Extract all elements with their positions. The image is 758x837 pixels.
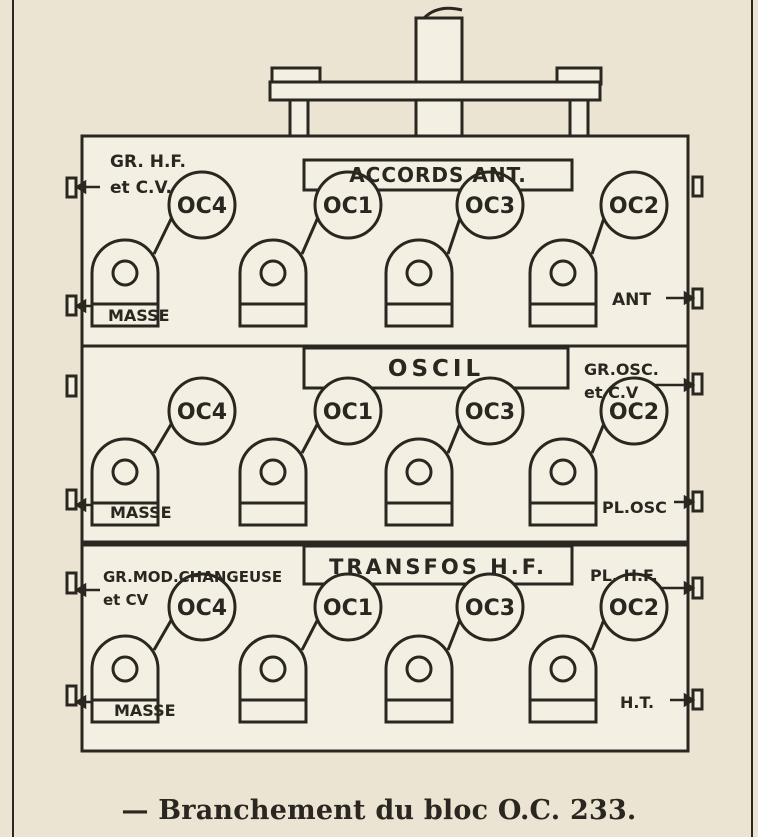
coil-label: OC3 xyxy=(465,194,515,219)
coil-core xyxy=(111,259,139,287)
coil-core xyxy=(405,458,433,486)
coil-label-circle xyxy=(167,572,237,642)
coil-label-circle xyxy=(167,376,237,446)
terminal xyxy=(65,176,78,199)
masse-label: MASSE xyxy=(110,503,172,522)
coil-label: OC2 xyxy=(609,194,659,219)
terminal xyxy=(65,294,78,317)
section-title: ACCORDS ANT. xyxy=(349,163,527,187)
coil-core xyxy=(259,458,287,486)
coil-lead xyxy=(446,420,463,454)
arrow-left-icon xyxy=(74,694,87,710)
side-label: GR. H.F. xyxy=(110,152,186,172)
side-label: GR.MOD.CHANGEUSE xyxy=(103,568,282,586)
coil-label-circle xyxy=(455,170,525,240)
coil-core xyxy=(111,655,139,683)
coil-label: OC4 xyxy=(177,596,227,621)
coil-core xyxy=(549,458,577,486)
arrow-left-icon xyxy=(74,582,87,598)
side-label: ANT xyxy=(612,290,651,310)
terminal xyxy=(65,488,78,511)
terminal xyxy=(691,372,704,396)
coil-label: OC4 xyxy=(177,194,227,219)
terminals xyxy=(65,175,704,711)
coil-label-circle xyxy=(455,376,525,446)
bracket-bar xyxy=(268,80,602,102)
coil-label-circle xyxy=(599,572,669,642)
section-title: OSCIL xyxy=(388,356,484,382)
coil-lead xyxy=(446,616,463,651)
coil-label-circle xyxy=(313,376,383,446)
coil-label: OC1 xyxy=(323,194,373,219)
coil-label-circle xyxy=(599,376,669,446)
coil-label: OC1 xyxy=(323,400,373,425)
side-label: PL.OSC xyxy=(602,498,667,517)
bracket-leg-left xyxy=(288,98,310,138)
coil-lead xyxy=(152,214,175,255)
arrow-right-icon xyxy=(683,580,696,596)
coil-core xyxy=(405,655,433,683)
coil-label-circle xyxy=(599,170,669,240)
terminal xyxy=(65,684,78,707)
coil-label: OC3 xyxy=(465,596,515,621)
coil-lead xyxy=(152,420,175,454)
coil-label-circle xyxy=(313,170,383,240)
coil-core xyxy=(549,259,577,287)
coil-lead xyxy=(300,214,321,255)
shaft-bracket xyxy=(268,6,603,138)
masse-label: MASSE xyxy=(114,701,176,720)
coil-label: OC2 xyxy=(609,400,659,425)
side-label: et CV xyxy=(103,591,149,609)
side-label: H.T. xyxy=(620,693,654,712)
coil-label: OC3 xyxy=(465,400,515,425)
section-title: TRANSFOS H.F. xyxy=(329,555,547,579)
arrow-left-icon xyxy=(74,497,87,513)
coil-lead xyxy=(300,616,321,651)
arrow-left-icon xyxy=(74,298,87,314)
coil-lead xyxy=(446,214,463,255)
coil-label: OC1 xyxy=(323,596,373,621)
coil-label-circle xyxy=(167,170,237,240)
coil-label-circle xyxy=(455,572,525,642)
shaft-tip xyxy=(422,6,463,20)
coil-lead xyxy=(152,616,175,651)
bracket-leg-right xyxy=(568,98,590,138)
coil-core xyxy=(405,259,433,287)
coil-lead xyxy=(300,420,321,454)
arrow-right-icon xyxy=(683,290,696,306)
terminal xyxy=(65,571,78,595)
side-label: PL. H.F. xyxy=(590,566,658,585)
arrow-left-icon xyxy=(74,179,87,195)
side-label: GR.OSC. xyxy=(584,360,659,379)
coil-core xyxy=(259,259,287,287)
side-label: et C.V. xyxy=(110,178,172,198)
coil-core xyxy=(259,655,287,683)
coil-label: OC4 xyxy=(177,400,227,425)
coil-core xyxy=(111,458,139,486)
terminal xyxy=(691,175,704,198)
arrow-right-icon xyxy=(683,692,696,708)
arrow-right-icon xyxy=(683,377,696,393)
coil-label: OC2 xyxy=(609,596,659,621)
coil-lead xyxy=(590,214,607,255)
side-label: et C.V xyxy=(584,383,639,402)
coil-label-circle xyxy=(313,572,383,642)
shaft xyxy=(414,16,464,138)
coil-lead xyxy=(590,616,607,651)
terminal xyxy=(65,374,78,398)
arrow-right-icon xyxy=(683,494,696,510)
coil-core xyxy=(549,655,577,683)
masse-label: MASSE xyxy=(108,306,170,325)
coil-lead xyxy=(590,420,607,454)
figure-caption: — Branchement du bloc O.C. 233. xyxy=(121,795,637,826)
